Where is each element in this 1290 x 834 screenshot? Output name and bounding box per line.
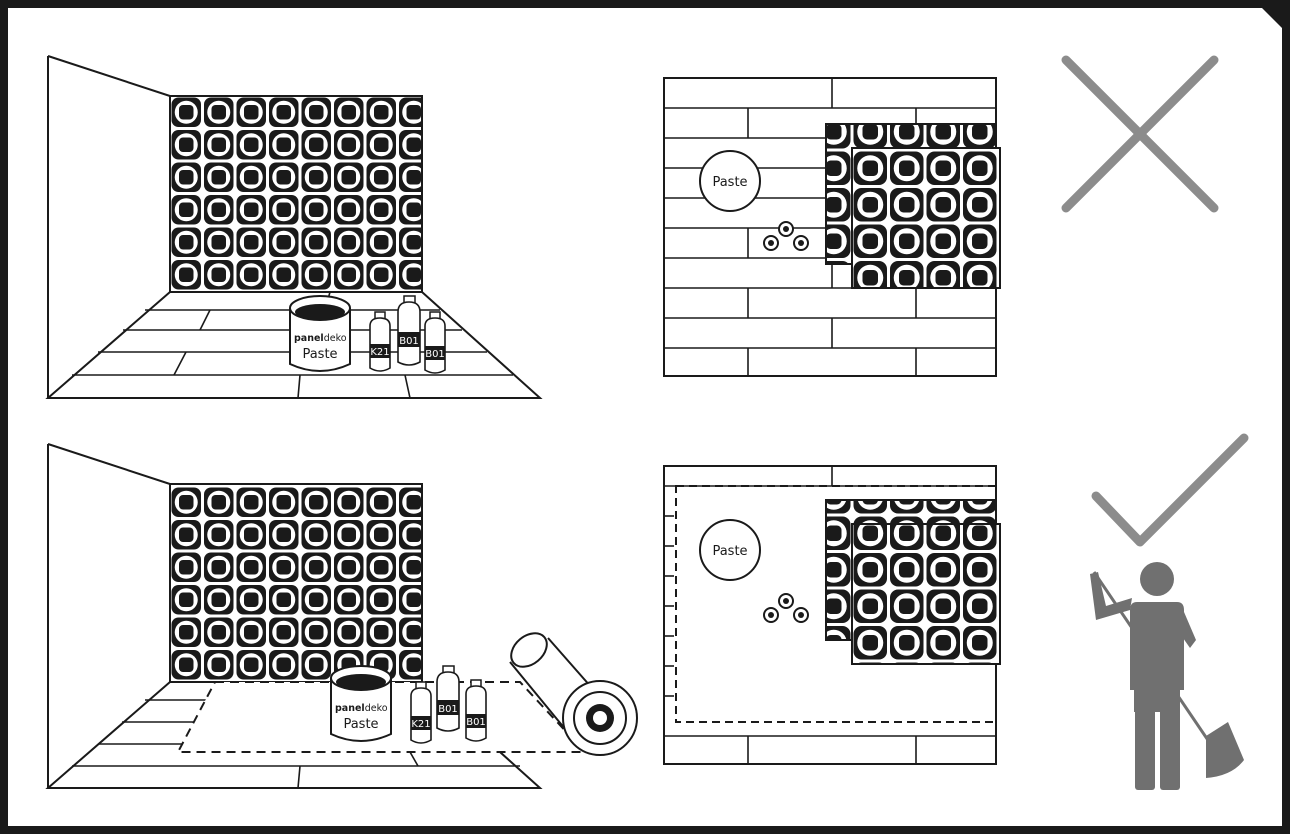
svg-text:B01: B01 [438, 704, 458, 715]
can-brand-bottom: paneldeko [335, 703, 388, 714]
bottle-b01-top-b: B01 [425, 312, 445, 373]
svg-text:Paste: Paste [712, 544, 747, 559]
bottle-b01-bottom-b: B01 [466, 680, 486, 741]
tile-panel-front-bottom [852, 524, 1000, 664]
bottle-b01-bottom-a: B01 [437, 666, 459, 731]
brick-wall-bottom: Paste [664, 466, 1000, 764]
brick-wall-top: Paste [664, 78, 1000, 376]
cross-icon [1066, 60, 1214, 208]
bottle-k21-top: K21 [370, 312, 390, 371]
room-scene-bottom [48, 444, 585, 788]
tile-panel-front-top [852, 148, 1000, 288]
bottle-k21-bottom: K21 [411, 682, 431, 743]
corner-fold [1258, 4, 1286, 32]
checkmark-icon [1096, 438, 1244, 542]
svg-text:B01: B01 [425, 349, 445, 360]
svg-text:Paste: Paste [712, 175, 747, 190]
svg-text:B01: B01 [466, 717, 486, 728]
can-label-bottom: Paste [343, 717, 378, 732]
paste-can-top: paneldeko Paste [290, 296, 350, 371]
svg-text:K21: K21 [411, 719, 430, 730]
tile-panel-wall-bottom [170, 484, 422, 682]
paste-can-bottom: paneldeko Paste [331, 666, 391, 741]
svg-text:K21: K21 [370, 347, 389, 358]
bottle-b01-top-a: B01 [398, 296, 420, 365]
can-brand-top: paneldeko [294, 333, 347, 344]
can-label-top: Paste [302, 347, 337, 362]
person-sweeping-icon [1090, 562, 1244, 790]
tile-panel-wall [170, 96, 422, 292]
svg-text:B01: B01 [399, 336, 419, 347]
